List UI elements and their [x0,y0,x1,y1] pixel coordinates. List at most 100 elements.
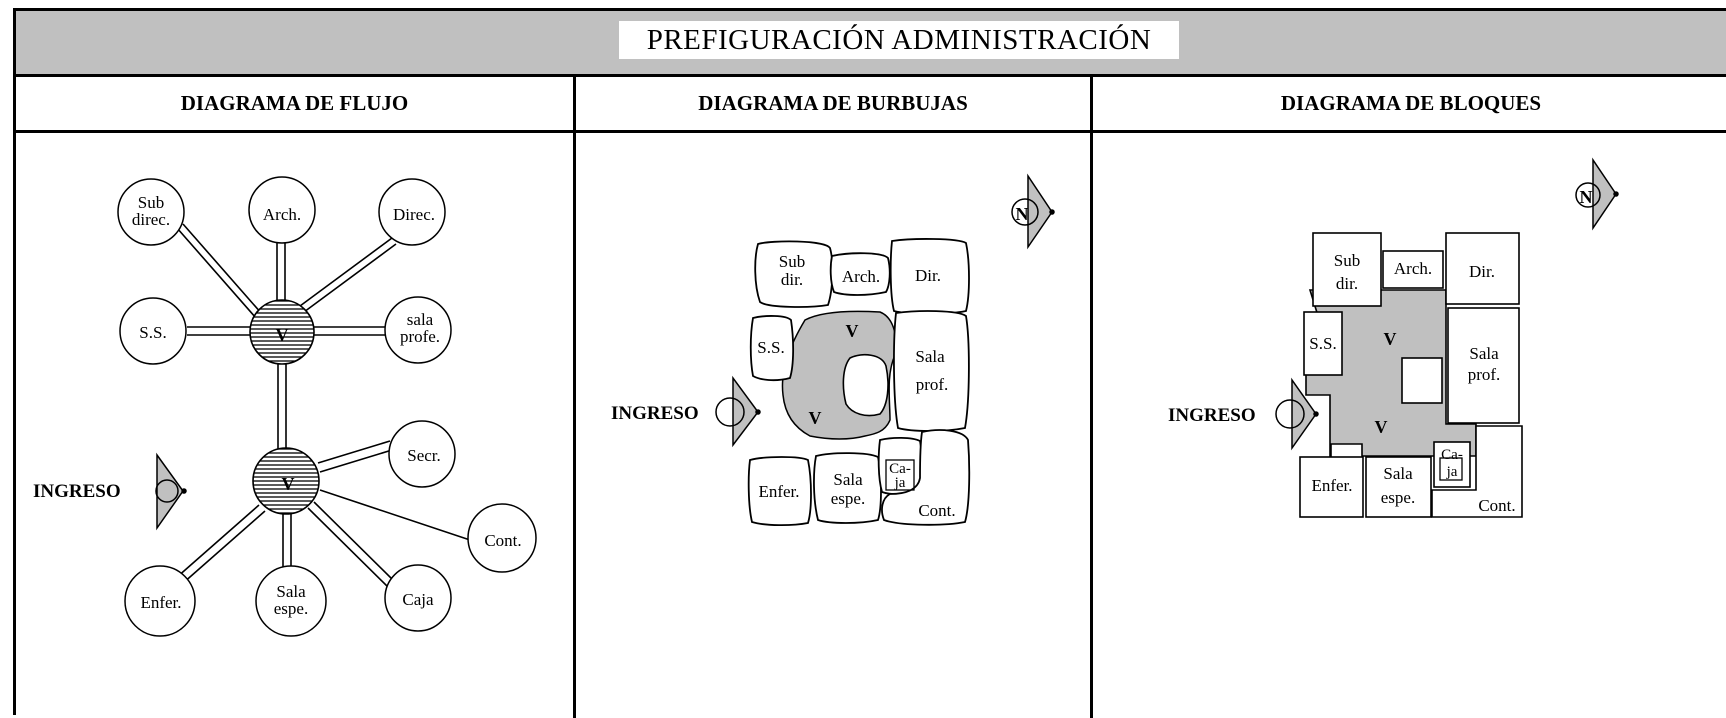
node-salaespe [255,565,327,637]
flow-hub-label: V [282,474,295,494]
block-subdir [1312,232,1382,307]
bubble-enfer-label: Enfer. [758,482,799,501]
bubble-diagram: Sub dir. Arch. Dir. S.S. Sala prof. Enfe… [611,173,1055,527]
block-cont-label: Cont. [1478,496,1515,515]
flow-hub-label: V [276,325,289,345]
node-cont-label: Cont. [484,531,521,550]
block-arch-label: Arch. [1394,259,1432,278]
bubble-hall-label: V [846,321,859,341]
node-salaprofe-label: profe. [400,327,440,346]
flow-hub-lower [252,447,320,515]
node-salaespe-label: espe. [274,599,308,618]
node-cont [467,503,537,573]
bubble-subdir-label: dir. [781,270,803,289]
node-subdirec-label: Sub [138,193,164,212]
block-north-label: N [1580,187,1593,207]
block-dir-label: Dir. [1469,262,1495,281]
header-flow-diagram: DIAGRAMA DE FLUJO [16,77,573,133]
flow-connectors [175,223,471,588]
node-salaprofe-label: sala [407,310,434,329]
flow-entrance-label: INGRESO [33,481,121,502]
block-subdir-label: dir. [1336,274,1358,293]
block-caja-label: Ca- [1441,447,1463,463]
bubble-enfer [747,456,812,527]
node-salaespe-label: Sala [276,582,306,601]
bubble-arch [829,252,891,296]
bubble-dir-label: Dir. [915,266,941,285]
node-ss-label: S.S. [139,323,166,342]
bubble-salaespe-label: espe. [831,489,865,508]
block-salaprof-label: prof. [1468,365,1501,384]
block-enfer-label: Enfer. [1311,476,1352,495]
block-salaespe-label: espe. [1381,488,1415,507]
block-dir [1445,232,1520,305]
bubble-caja-label: ja [894,475,906,491]
bubble-caja-frame [885,459,915,491]
node-direc-label: Direc. [393,205,435,224]
bubble-cont-label: Cont. [918,501,955,520]
bubble-salaespe-label: Sala [833,470,863,489]
header-bubble-diagram: DIAGRAMA DE BURBUJAS [576,77,1090,133]
page-title: PREFIGURACIÓN ADMINISTRACIÓN [619,21,1179,59]
flow-hub-upper [249,299,315,365]
bubble-entrance-label: INGRESO [611,403,699,424]
north-arrow-icon [1011,173,1055,250]
bubble-courtyard [842,353,889,417]
bubble-salaprof-label: Sala [915,347,945,366]
block-hall-label: V [1384,329,1397,349]
bubble-salaespe [813,452,882,524]
node-secr-label: Secr. [407,446,441,465]
block-salaespe [1365,456,1432,518]
block-salaprof [1447,307,1520,424]
node-arch [248,176,316,244]
block-ss [1303,311,1343,376]
block-hall-label: V [1375,417,1388,437]
bubble-subdir [754,240,834,308]
node-direc [378,178,446,246]
block-entrance-label: INGRESO [1168,405,1256,426]
node-salaprofe [384,296,452,364]
north-arrow-icon [1575,157,1619,231]
node-enfer-label: Enfer. [140,593,181,612]
block-cont [1431,425,1523,518]
node-ss [119,297,187,365]
title-bar: PREFIGURACIÓN ADMINISTRACIÓN [16,11,1726,77]
bubble-ss-label: S.S. [757,338,784,357]
bubble-salaprof-label: prof. [916,375,949,394]
block-ss-label: S.S. [1309,334,1336,353]
node-arch-label: Arch. [263,205,301,224]
page-frame: PREFIGURACIÓN ADMINISTRACIÓN DIAGRAMA DE… [13,8,1726,718]
block-caja-label: ja [1446,464,1458,480]
column-divider [1090,77,1093,718]
block-subdir-label: Sub [1334,251,1360,270]
bubble-caja-label: Ca- [889,461,911,477]
block-enfer [1299,456,1364,518]
node-enfer [124,565,196,637]
node-secr [388,420,456,488]
node-caja [384,564,452,632]
bubble-arch-label: Arch. [842,267,880,286]
bubble-north-label: N [1016,204,1029,224]
entrance-arrow-icon [715,375,761,448]
block-diagram: Sub dir. Arch. Dir. S.S. Sala prof. Enfe… [1168,157,1619,518]
entrance-arrow-icon [1275,377,1319,451]
block-caja-frame [1439,457,1463,481]
bubble-salaprof [893,310,970,432]
node-caja-label: Caja [402,590,434,609]
column-divider [573,77,576,718]
block-salaespe-label: Sala [1383,464,1413,483]
node-subdirec [117,178,185,246]
node-subdirec-label: direc. [132,210,170,229]
bubble-hall-label: V [809,408,822,428]
block-salaprof-label: Sala [1469,344,1499,363]
entrance-arrow-icon [155,452,187,531]
block-courtyard [1401,357,1443,404]
bubble-cont [881,429,971,526]
block-arch [1382,250,1444,289]
bubble-dir [889,238,970,315]
bubble-subdir-label: Sub [779,252,805,271]
header-block-diagram: DIAGRAMA DE BLOQUES [1093,77,1726,133]
flow-diagram: V V Sub direc. Arch. Direc. S.S. sala pr… [33,176,537,637]
bubble-ss [749,315,795,382]
